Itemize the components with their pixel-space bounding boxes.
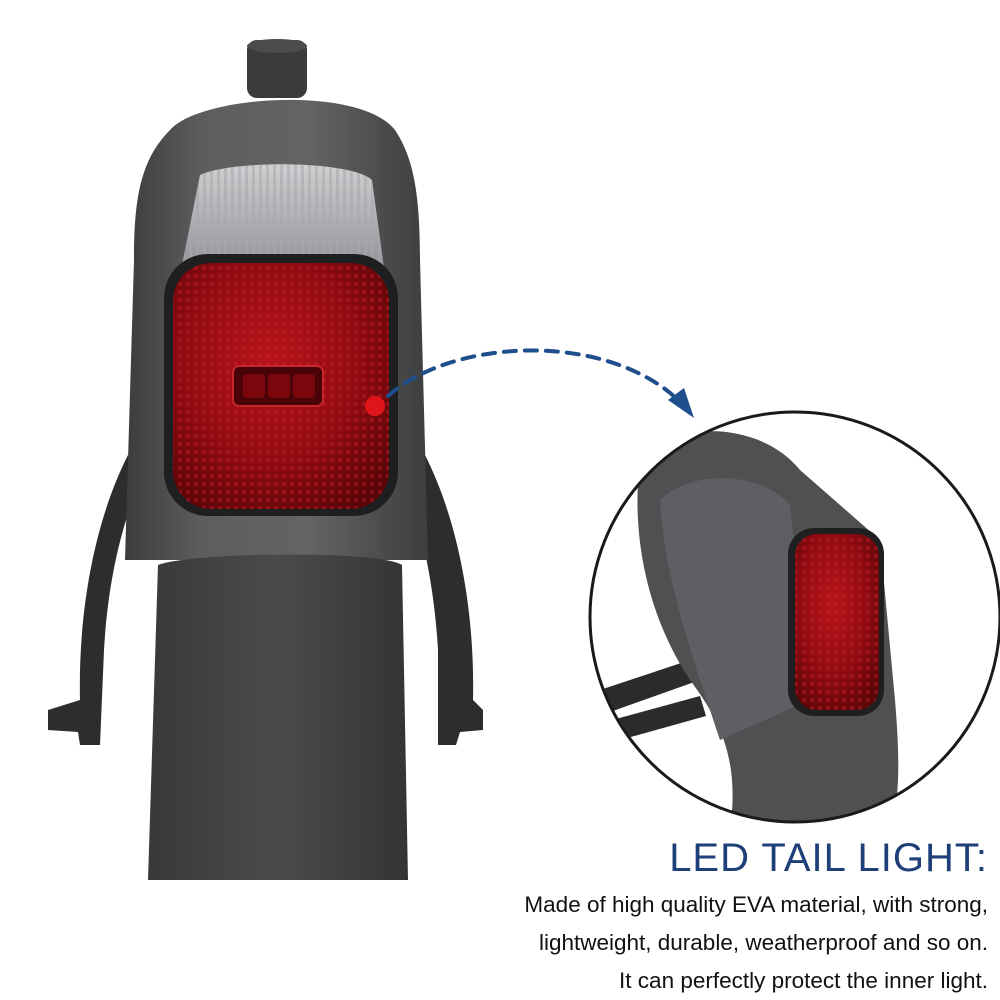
description-line: lightweight, durable, weatherproof and s… xyxy=(538,930,988,955)
tail-light-main-view xyxy=(48,39,483,880)
description-line: It can perfectly protect the inner light… xyxy=(619,968,988,993)
description-line: Made of high quality EVA material, with … xyxy=(524,892,988,917)
left-bracket xyxy=(48,455,145,745)
callout-marker xyxy=(365,396,385,416)
red-reflector xyxy=(173,263,389,509)
description: Made of high quality EVA material, with … xyxy=(524,886,988,1000)
mudguard xyxy=(148,554,408,880)
callout-arrow xyxy=(386,348,678,400)
zoom-circle-border xyxy=(588,410,1000,824)
mount-knob xyxy=(247,40,307,98)
zoom-detail-view xyxy=(588,410,1000,824)
headline: LED TAIL LIGHT: xyxy=(669,836,988,880)
arrow-head-icon xyxy=(668,388,694,418)
